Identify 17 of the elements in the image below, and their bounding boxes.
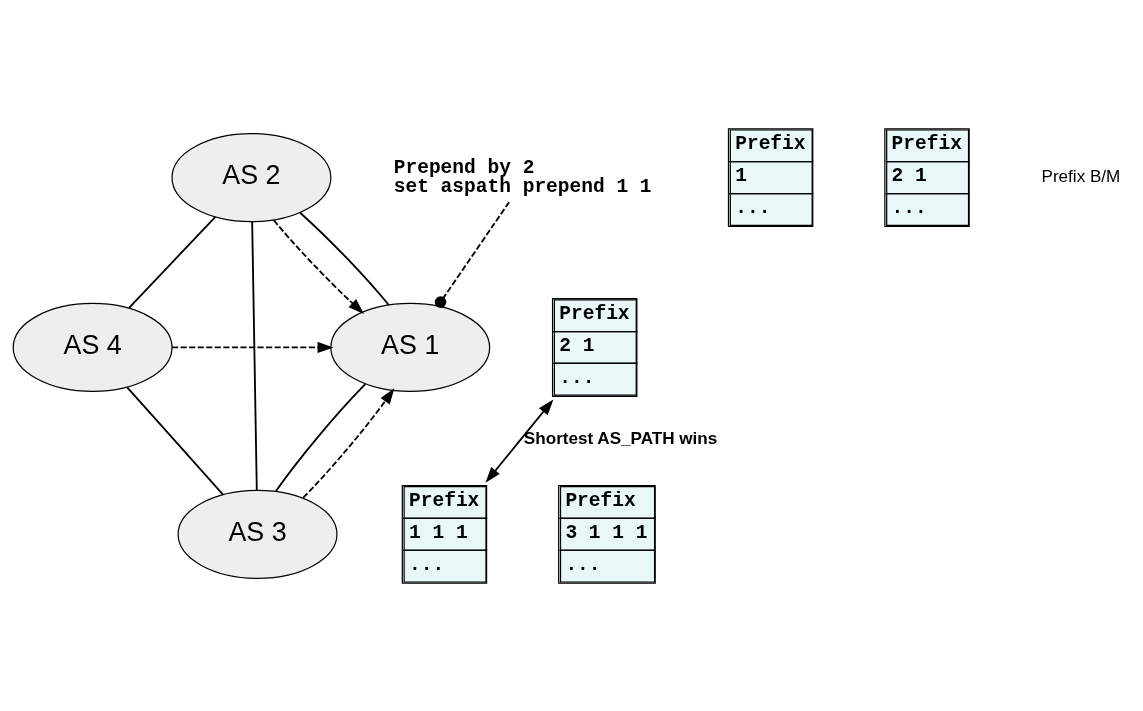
connector: [274, 382, 367, 492]
label: Prefix B/M: [1041, 166, 1121, 186]
connector: [128, 215, 217, 309]
node-text: Prepend by 2 set aspath prepend 1 1: [393, 156, 652, 198]
arrow: [272, 218, 365, 314]
arrow: [171, 341, 334, 353]
arrow: [485, 398, 554, 483]
connector: [299, 211, 390, 306]
node-ellipse: AS 4: [12, 302, 173, 392]
connector: [126, 385, 224, 495]
arrow: [302, 387, 395, 499]
node-ellipse: AS 3: [177, 489, 338, 579]
connector: [434, 200, 511, 308]
edge-label: Shortest AS_PATH wins: [523, 428, 718, 448]
connector: [251, 220, 258, 491]
node-ellipse: AS 1: [330, 302, 491, 392]
node-ellipse: AS 2: [171, 132, 332, 222]
